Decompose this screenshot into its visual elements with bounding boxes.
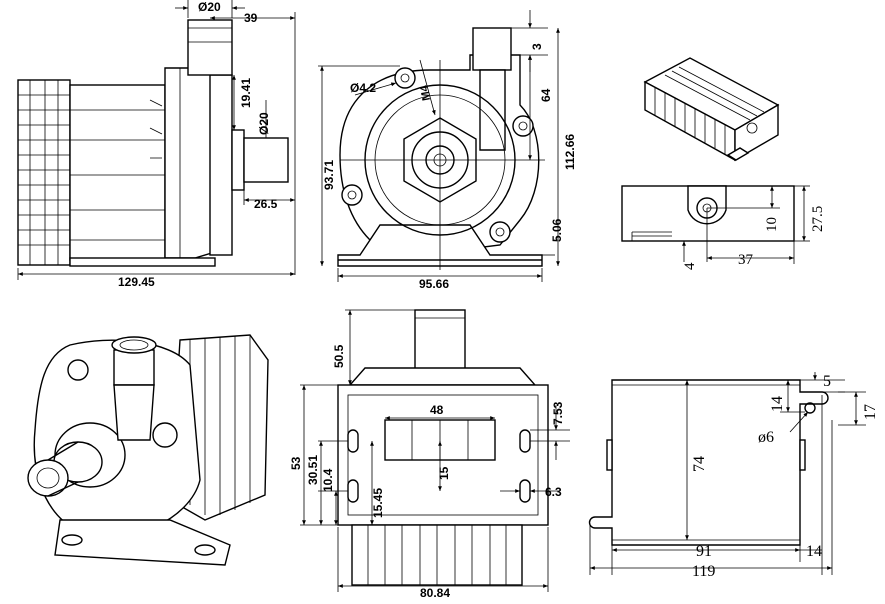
dim-base-15-45: 15.45 [371,488,385,518]
dim-box-4: 4 [682,262,698,270]
dim-bracket-91: 91 [696,543,712,560]
dim-front-64: 64 [539,88,553,102]
controller-box-side-view: 10 27.5 4 37 [621,185,826,270]
dim-base-15: 15 [437,466,451,480]
pump-side-view: Ø20 39 19.41 Ø20 26.5 129.45 [17,0,296,289]
dim-side-19: 19.41 [239,78,253,108]
dim-base-50: 50.5 [332,344,346,368]
dim-bracket-119: 119 [692,563,715,580]
dim-front-hole-diameter: Ø4.2 [350,81,376,95]
dim-base-53: 53 [289,456,303,470]
dim-front-width: 95.66 [419,277,449,291]
dim-side-inlet-diameter: Ø20 [257,112,271,135]
pump-front-view: Ø4.2 M4 3 64 112.66 93.71 5.06 95.66 [318,10,577,291]
dim-bracket-14a: 14 [769,396,786,412]
dim-box-27: 27.5 [810,206,826,232]
dim-bracket-14b: 14 [806,543,822,560]
pump-isometric-view [27,334,269,566]
dim-base-7: 7.53 [551,401,565,425]
dim-bracket-hole: ø6 [758,429,774,446]
dim-base-48: 48 [430,403,444,417]
dim-bracket-17: 17 [862,404,879,420]
pump-base-view: 50.5 48 7.53 53 30.51 10.4 15 15.45 6.3 … [289,309,570,600]
dim-side-outlet-diameter: Ø20 [198,0,221,14]
dim-base-width: 80.84 [420,586,450,600]
dim-base-30: 30.51 [306,455,320,485]
dim-box-37: 37 [738,252,754,268]
dim-box-10: 10 [764,217,780,232]
dim-bracket-74: 74 [691,456,708,472]
dim-front-112: 112.66 [563,134,577,170]
dim-side-total-length: 129.45 [118,275,155,289]
dim-side-inlet-length: 26.5 [254,197,278,211]
controller-box-isometric [643,57,780,162]
dim-front-base-5: 5.06 [550,218,564,242]
dim-bracket-5: 5 [823,373,831,390]
dim-side-outlet-offset: 39 [244,11,258,25]
dim-base-10: 10.4 [321,468,335,492]
dim-front-93: 93.71 [322,160,336,190]
dim-front-top-3: 3 [530,43,544,50]
dim-front-thread: M4 [418,84,433,102]
mounting-bracket-view: 74 91 14 119 5 14 17 ø6 [588,372,879,580]
dim-base-6: 6.3 [545,485,562,499]
